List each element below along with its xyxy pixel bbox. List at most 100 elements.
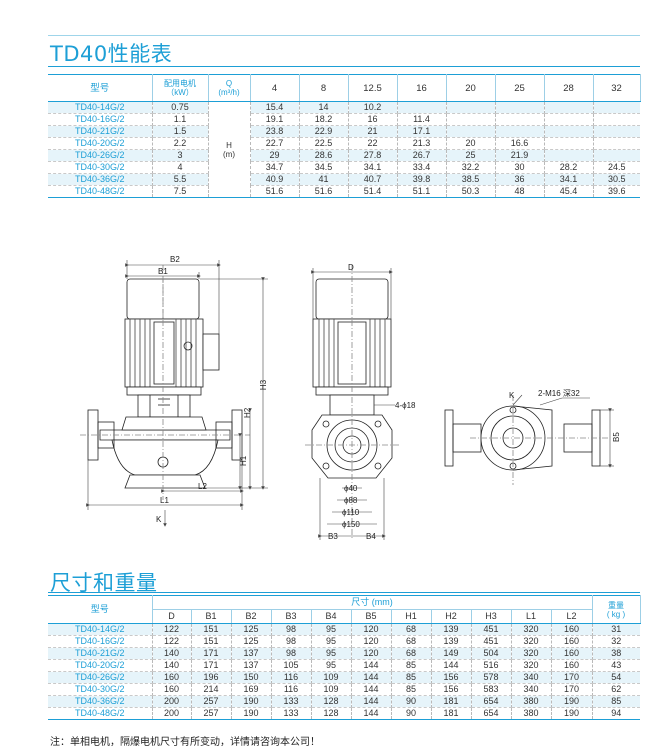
dim-k-label: K — [156, 515, 162, 524]
model-cell: TD40-16G/2 — [48, 635, 153, 648]
model-cell: TD40-48G/2 — [48, 707, 153, 720]
dimension-cell: 120 — [351, 647, 392, 660]
head-value-cell: 28.6 — [299, 149, 349, 162]
model-cell: TD40-20G/2 — [48, 137, 153, 150]
head-value-cell: 14 — [299, 101, 349, 114]
dimension-cell: 140 — [152, 659, 192, 672]
head-value-cell — [397, 101, 447, 114]
head-unit: (m) — [223, 149, 235, 159]
model-header: 型号 — [48, 74, 153, 102]
dimension-col-header: L1 — [511, 609, 552, 624]
head-value-cell: 10.2 — [348, 101, 398, 114]
weight-header: 重量( kg ) — [592, 595, 641, 624]
head-value-cell — [446, 113, 496, 126]
model-cell: TD40-20G/2 — [48, 659, 153, 672]
dim-b3-label: B3 — [328, 532, 338, 541]
dimension-cell: 340 — [511, 671, 552, 684]
head-value-cell: 15.4 — [250, 101, 300, 114]
head-value-cell: 51.6 — [299, 185, 349, 198]
dimension-cell: 98 — [271, 647, 312, 660]
dimension-cell: 95 — [311, 647, 352, 660]
weight-cell: 32 — [592, 635, 641, 648]
dimension-cell: 151 — [191, 635, 232, 648]
flow-col-header: 12.5 — [348, 74, 398, 102]
dimension-cell: 105 — [271, 659, 312, 672]
head-value-cell: 41 — [299, 173, 349, 186]
dim-b1-label: B1 — [158, 267, 168, 276]
head-value-cell: 20 — [446, 137, 496, 150]
flow-header: Q(m³/h) — [208, 74, 251, 102]
dim-d110-label: ϕ110 — [342, 508, 360, 517]
dimension-cell: 171 — [191, 647, 232, 660]
dimension-cell: 160 — [551, 647, 593, 660]
dimension-cell: 133 — [271, 707, 312, 720]
dimension-cell: 144 — [431, 659, 472, 672]
dimension-col-header: H2 — [431, 609, 472, 624]
dim-d150-label: ϕ150 — [342, 520, 360, 529]
dimension-cell: 149 — [431, 647, 472, 660]
top-view — [444, 395, 610, 485]
dimension-cell: 109 — [311, 671, 352, 684]
head-value-cell: 34.5 — [299, 161, 349, 174]
dimensions-title: 尺寸和重量 — [50, 571, 158, 595]
dimension-cell: 380 — [511, 695, 552, 708]
model-header: 型号 — [48, 595, 153, 624]
dimension-cell: 68 — [391, 623, 432, 636]
dim-holes-label: 4-ϕ18 — [395, 401, 416, 410]
dimension-cell: 190 — [231, 707, 272, 720]
dimension-cell: 320 — [511, 635, 552, 648]
dimension-cell: 98 — [271, 623, 312, 636]
head-value-cell — [495, 113, 545, 126]
motor-kw-cell: 7.5 — [152, 185, 209, 198]
model-cell: TD40-30G/2 — [48, 683, 153, 696]
model-cell: TD40-26G/2 — [48, 149, 153, 162]
dimension-cell: 504 — [471, 647, 512, 660]
model-cell: TD40-16G/2 — [48, 113, 153, 126]
flow-col-header: 25 — [495, 74, 545, 102]
head-value-cell: 22.5 — [299, 137, 349, 150]
dimension-cell: 140 — [152, 647, 192, 660]
weight-cell: 31 — [592, 623, 641, 636]
head-value-cell: 33.4 — [397, 161, 447, 174]
dim-b4-label: B4 — [366, 532, 376, 541]
weight-cell: 85 — [592, 695, 641, 708]
dimension-cell: 125 — [231, 635, 272, 648]
dimension-cell: 139 — [431, 623, 472, 636]
side-view — [305, 265, 400, 540]
dimension-cell: 109 — [311, 683, 352, 696]
head-value-cell: 22.9 — [299, 125, 349, 138]
dimension-cell: 451 — [471, 623, 512, 636]
weight-cell: 43 — [592, 659, 641, 672]
dimension-cell: 320 — [511, 647, 552, 660]
model-cell: TD40-21G/2 — [48, 125, 153, 138]
dimension-cell: 160 — [551, 635, 593, 648]
head-value-cell: 32.2 — [446, 161, 496, 174]
dimension-cell: 214 — [191, 683, 232, 696]
dimension-cell: 144 — [351, 683, 392, 696]
model-cell: TD40-21G/2 — [48, 647, 153, 660]
dimension-col-header: L2 — [551, 609, 593, 624]
head-value-cell — [544, 125, 594, 138]
dimension-cell: 90 — [391, 707, 432, 720]
head-value-cell — [446, 125, 496, 138]
flow-col-header: 16 — [397, 74, 447, 102]
dimension-col-header: B1 — [191, 609, 232, 624]
head-value-cell: 38.5 — [446, 173, 496, 186]
dimension-cell: 169 — [231, 683, 272, 696]
model-cell: TD40-36G/2 — [48, 173, 153, 186]
head-value-cell: 30.5 — [593, 173, 640, 186]
head-value-cell — [544, 101, 594, 114]
head-value-cell: 25 — [446, 149, 496, 162]
motor-kw-cell: 1.1 — [152, 113, 209, 126]
dim-d88-label: ϕ88 — [344, 496, 358, 505]
dimension-cell: 68 — [391, 647, 432, 660]
model-cell: TD40-30G/2 — [48, 161, 153, 174]
